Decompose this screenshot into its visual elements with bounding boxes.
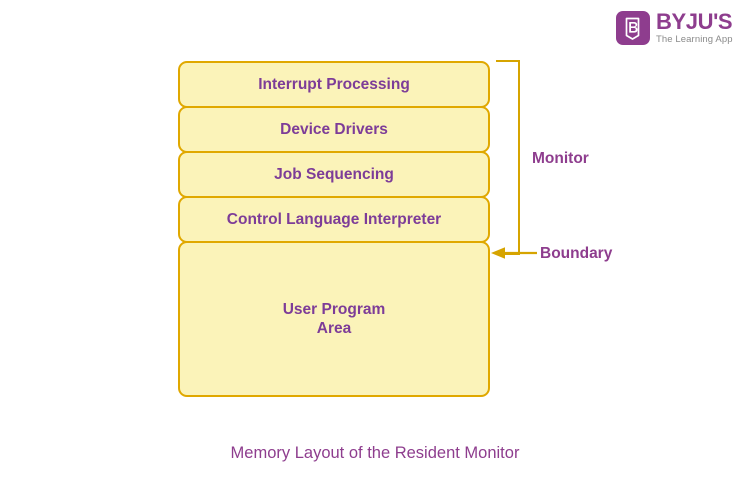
memory-block-user-program-area: User Program Area — [178, 241, 490, 397]
memory-block-interrupt-processing: Interrupt Processing — [178, 61, 490, 108]
monitor-bracket — [496, 60, 520, 255]
brand-wordmark: BYJU'S — [656, 9, 733, 35]
memory-block-label: Device Drivers — [280, 120, 388, 138]
memory-block-label: Control Language Interpreter — [226, 210, 442, 228]
boundary-annotation-label: Boundary — [540, 245, 613, 262]
bracket-spine — [518, 60, 520, 255]
memory-block-job-sequencing: Job Sequencing — [178, 151, 490, 198]
brand-tagline: The Learning App — [656, 34, 733, 46]
memory-block-label: Job Sequencing — [274, 165, 394, 183]
memory-block-label: User Program Area — [283, 300, 386, 339]
bracket-top-arm — [496, 60, 518, 62]
monitor-annotation-label: Monitor — [532, 150, 589, 167]
byjus-logo: BYJU'S The Learning App — [616, 9, 740, 47]
byjus-book-b-icon — [616, 11, 650, 45]
memory-block-control-language-interpreter: Control Language Interpreter — [178, 196, 490, 243]
memory-block-label-line2: Area — [316, 320, 352, 337]
memory-block-device-drivers: Device Drivers — [178, 106, 490, 153]
memory-layout-diagram: Interrupt Processing Device Drivers Job … — [178, 61, 490, 397]
memory-block-label-line1: User Program — [282, 300, 386, 318]
diagram-caption: Memory Layout of the Resident Monitor — [230, 444, 520, 462]
brand-text: BYJU'S The Learning App — [656, 9, 733, 46]
memory-block-label: Interrupt Processing — [258, 75, 410, 93]
boundary-arrow-icon — [491, 246, 537, 260]
